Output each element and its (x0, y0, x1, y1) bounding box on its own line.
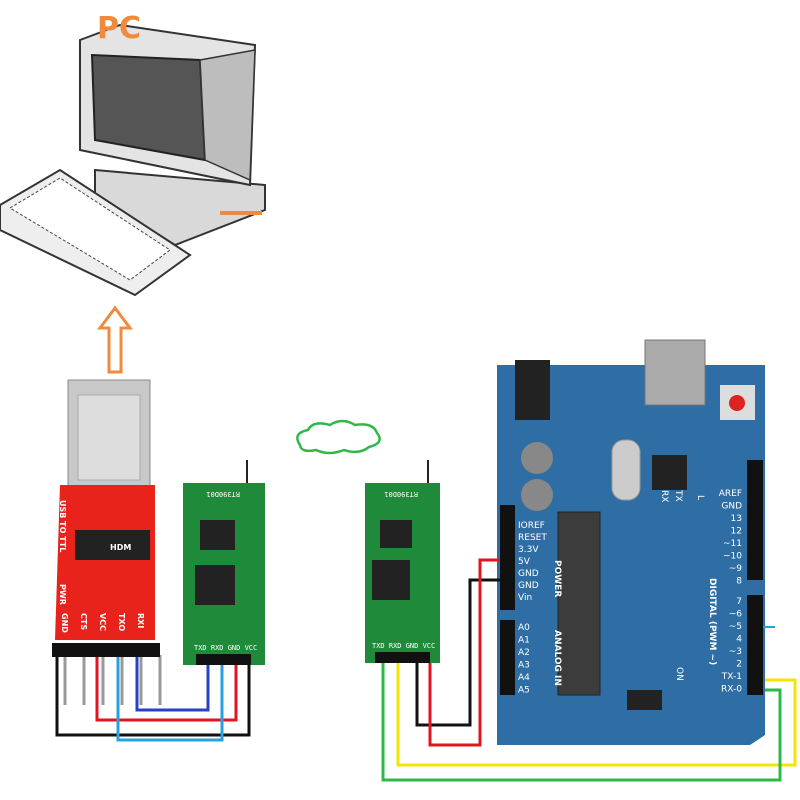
chip-label: HDM (110, 543, 131, 552)
analog-pin-label: A4 (518, 673, 530, 683)
digital-pin-label: 12 (731, 527, 742, 537)
analog-pin-label: A1 (518, 636, 530, 646)
analog-pin-label: A2 (518, 648, 530, 658)
usb-ttl-side-label: USB TO TTL (58, 500, 67, 552)
power-pin-label: GND (518, 569, 539, 579)
digital-pin-label: AREF (719, 489, 742, 499)
digital-label: DIGITAL (PWM ~) (707, 578, 717, 665)
power-pin-label: GND (518, 581, 539, 591)
digital-pin-label: ~3 (729, 647, 742, 657)
pc-computer-icon: PC (0, 11, 266, 297)
digital-pin-label: ~5 (729, 622, 742, 632)
wire-red-left (95, 657, 238, 722)
wireless-cloud-icon (296, 419, 381, 455)
module-1-pins: TXD RXD GND VCC (194, 644, 257, 652)
rf-module-2: RT390D01 TXD RXD GND VCC (365, 460, 440, 663)
wires (55, 558, 797, 782)
usb-ttl-adapter: HDM USB TO TTL PWR GND CTS VCC TXO RXI DTR (52, 379, 164, 705)
usb-ttl-pin-label: VCC (98, 613, 107, 631)
digital-pin-label: 4 (736, 635, 742, 645)
module-2-pins: TXD RXD GND VCC (372, 642, 435, 650)
digital-pin-label: 13 (731, 514, 742, 524)
digital-pin-label: 2 (736, 660, 742, 670)
digital-pin-label: ~6 (729, 610, 743, 620)
digital-pin-label: ~10 (723, 552, 742, 562)
wire-cyan-left (116, 657, 224, 742)
power-pin-label: IOREF (518, 521, 545, 531)
tx-label: TX (673, 489, 683, 502)
wire-blue-left (135, 657, 210, 712)
analog-pin-label: A3 (518, 661, 530, 671)
power-pin-label: 3.3V (518, 545, 539, 555)
pwr-label: PWR (58, 584, 67, 605)
power-pin-label: Vin (518, 593, 532, 603)
digital-pin-label: ~9 (729, 564, 743, 574)
analog-pin-label: A5 (518, 686, 530, 696)
digital-pin-label: 8 (736, 577, 742, 587)
wire-yellow (396, 663, 797, 767)
power-label: POWER (552, 560, 562, 597)
pc-label: PC (97, 11, 141, 46)
digital-pin-label: TX-1 (721, 672, 742, 682)
digital-pin-label: RX-0 (721, 685, 742, 695)
usb-ttl-pin-label: DTR (155, 613, 164, 631)
module-1-model: RT390D01 (206, 490, 240, 498)
usb-ttl-pin-label: RXI (136, 613, 145, 628)
wire-red-right (428, 558, 500, 747)
wire-green (381, 663, 782, 782)
usb-ttl-pin-label: GND (60, 613, 69, 633)
usb-ttl-pin-label: TXO (117, 613, 126, 631)
power-pin-label: 5V (518, 557, 531, 567)
analog-label: ANALOG IN (552, 630, 562, 686)
rx-label: RX (659, 490, 669, 502)
power-pin-label: RESET (518, 533, 547, 543)
usb-ttl-pin-label: CTS (79, 613, 88, 630)
module-2-model: RT390D01 (384, 490, 418, 498)
upload-arrow-icon (97, 305, 133, 374)
digital-pin-label: 7 (736, 597, 742, 607)
rf-module-1: RT390D01 TXD RXD GND VCC (183, 460, 265, 665)
l-label: L (695, 495, 705, 500)
analog-pin-label: A0 (518, 623, 530, 633)
wire-black-left (55, 657, 251, 737)
digital-pin-label: ~11 (723, 539, 742, 549)
on-label: ON (674, 667, 684, 681)
digital-pin-label: GND (721, 502, 742, 512)
